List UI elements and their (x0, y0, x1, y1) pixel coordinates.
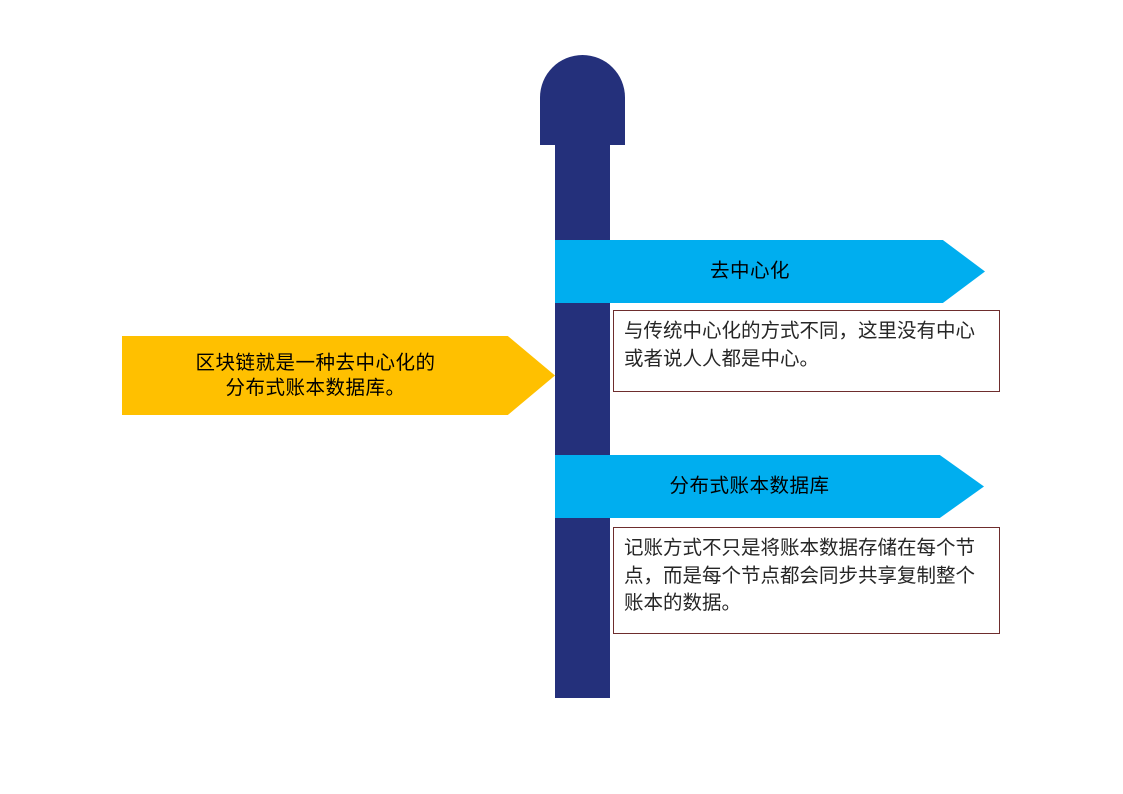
branch-arrow-1[interactable]: 去中心化 (555, 240, 985, 303)
branch-arrow-1-label: 去中心化 (709, 260, 790, 283)
signpost-shaft (555, 100, 610, 698)
main-concept-arrow-label: 区块链就是一种去中心化的 分布式账本数据库。 (195, 352, 436, 399)
main-concept-arrow[interactable]: 区块链就是一种去中心化的 分布式账本数据库。 (122, 336, 555, 415)
branch-description-box-1: 与传统中心化的方式不同，这里没有中心或者说人人都是中心。 (613, 310, 1000, 392)
branch-arrow-2[interactable]: 分布式账本数据库 (555, 455, 984, 518)
branch-description-text-1: 与传统中心化的方式不同，这里没有中心或者说人人都是中心。 (624, 320, 976, 370)
branch-description-text-2: 记账方式不只是将账本数据存储在每个节点，而是每个节点都会同步共享复制整个账本的数… (624, 537, 976, 615)
branch-description-box-2: 记账方式不只是将账本数据存储在每个节点，而是每个节点都会同步共享复制整个账本的数… (613, 527, 1000, 634)
branch-arrow-2-label: 分布式账本数据库 (669, 475, 830, 498)
